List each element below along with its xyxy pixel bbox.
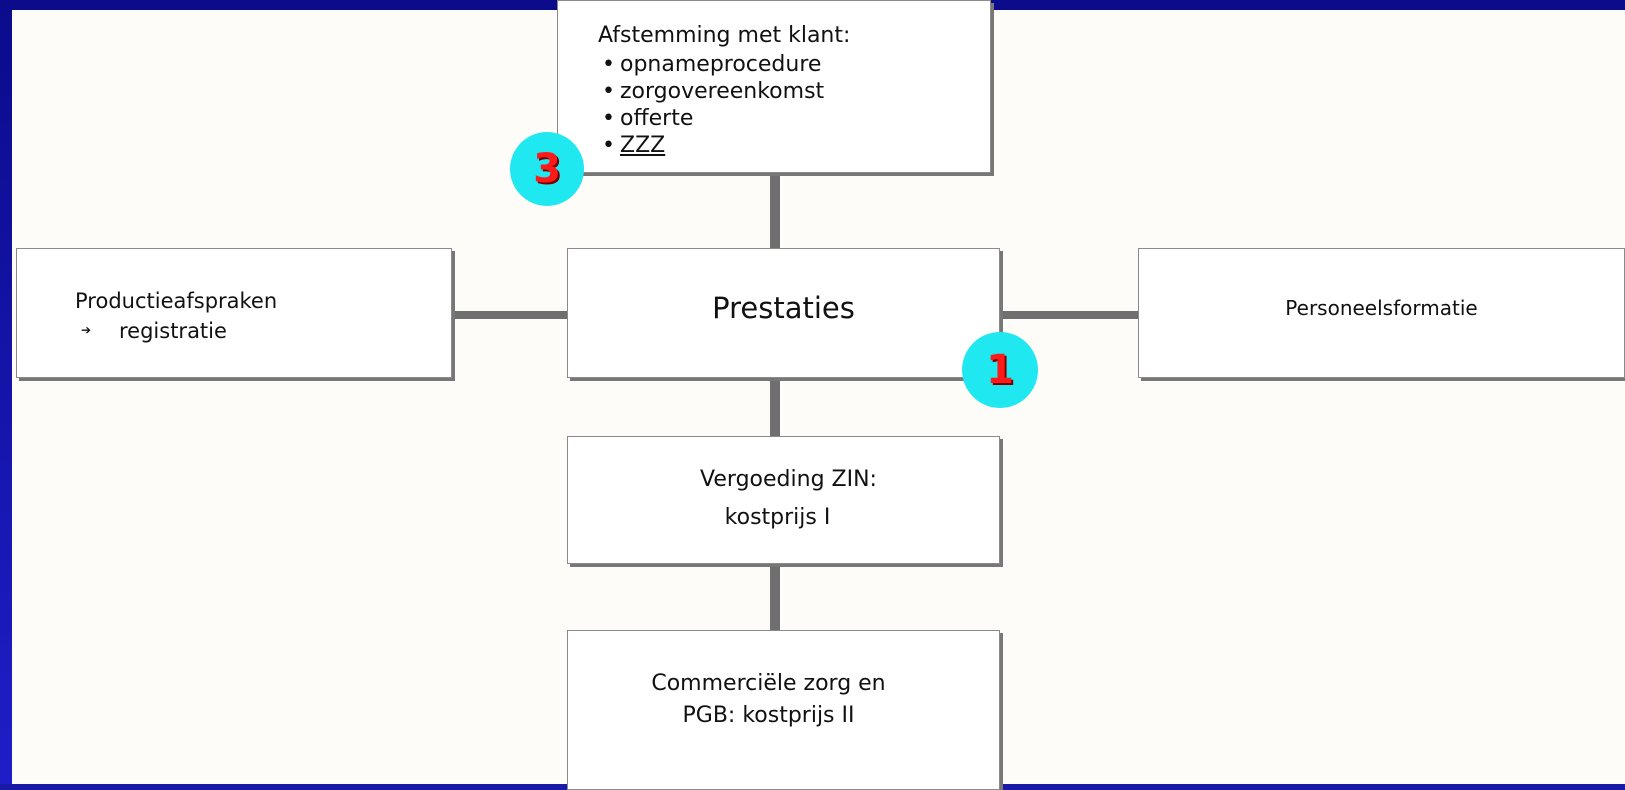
prestaties-box: Prestaties: [567, 248, 1000, 378]
list-item: •offerte: [602, 106, 694, 131]
production-agreements-label: Productieafspraken: [75, 289, 278, 313]
registration-label: registratie: [119, 319, 227, 343]
connector-center-to-middle: [770, 378, 780, 438]
list-item-text: offerte: [620, 106, 694, 131]
connector-center-to-right: [1000, 311, 1138, 319]
client-agreement-heading: Afstemming met klant:: [598, 23, 851, 48]
list-item: •zorgovereenkomst: [602, 79, 825, 104]
cost-price-2-label: PGB: kostprijs II: [682, 703, 855, 728]
prestaties-label: Prestaties: [712, 291, 855, 325]
staffing-label: Personeelsformatie: [1285, 296, 1478, 320]
cost-price-1-label: kostprijs I: [724, 505, 831, 530]
step-3-badge: 3: [510, 132, 584, 206]
list-item: •ZZZ: [602, 133, 666, 158]
staffing-box: Personeelsformatie: [1138, 248, 1625, 378]
list-item-text: ZZZ: [620, 133, 666, 158]
connector-left-to-center: [452, 311, 568, 319]
commercial-care-box: Commerciële zorg en PGB: kostprijs II: [567, 630, 1000, 790]
reimbursement-zin-box: Vergoeding ZIN: kostprijs I: [567, 436, 1000, 564]
list-item-text: zorgovereenkomst: [620, 79, 825, 104]
client-agreement-box: Afstemming met klant: •opnameprocedure •…: [557, 0, 991, 173]
client-agreement-list: •opnameprocedure •zorgovereenkomst •offe…: [600, 51, 824, 159]
connector-middle-to-bottom: [770, 564, 780, 632]
connector-top-to-center: [770, 172, 780, 250]
reimbursement-zin-label: Vergoeding ZIN:: [700, 467, 877, 492]
production-agreements-box: Productieafspraken ➔ registratie: [16, 248, 452, 378]
arrow-icon: ➔: [81, 323, 92, 337]
list-item-text: opnameprocedure: [620, 52, 822, 77]
commercial-care-label: Commerciële zorg en: [651, 671, 886, 696]
step-1-badge: 1: [962, 332, 1038, 408]
list-item: •opnameprocedure: [602, 52, 822, 77]
